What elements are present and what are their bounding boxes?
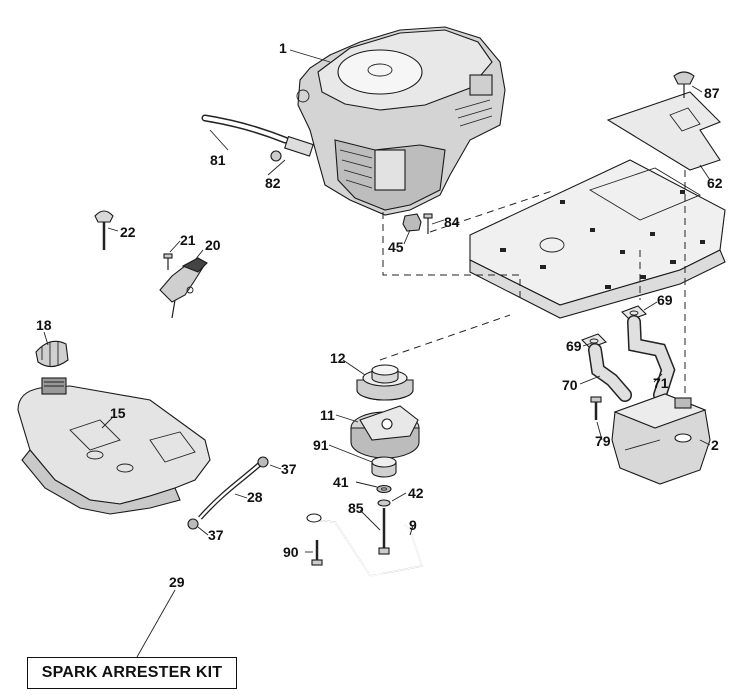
throttle-control-20 [159,257,208,319]
callout-18: 18 [36,317,52,333]
callout-69-right: 69 [657,292,673,308]
callout-84: 84 [444,214,460,230]
engine-part [296,26,506,216]
fuel-cap-18 [35,340,69,368]
knob-87 [673,71,695,98]
fuel-line-81 [201,114,289,144]
callout-41: 41 [333,474,349,490]
exhaust-pipe-71 [627,315,676,402]
callout-70: 70 [562,377,578,393]
callout-62: 62 [707,175,723,191]
leader-lines [43,49,711,658]
callout-87: 87 [704,85,720,101]
fuel-tank-15 [17,377,211,515]
callout-69-left: 69 [566,338,582,354]
callout-90: 90 [283,544,299,560]
callout-82: 82 [265,175,281,191]
bolt-85 [378,508,390,555]
callout-37-lower: 37 [208,527,224,543]
washer-42 [377,499,391,507]
spark-arrester-kit-label: SPARK ARRESTER KIT [27,657,237,689]
bolt-90 [311,540,323,566]
muffler-2 [611,393,711,485]
washer-41 [376,484,392,494]
hose-clamp-37-upper [257,456,269,468]
callout-20: 20 [205,237,221,253]
callout-1: 1 [279,40,287,56]
screw-21 [163,253,173,270]
fuel-fitting-82 [270,135,314,162]
clutch-bracket-9 [306,513,423,577]
callout-9: 9 [409,517,417,533]
nut-45 [402,213,422,232]
callout-81: 81 [210,152,226,168]
callout-21: 21 [180,232,196,248]
callout-85: 85 [348,500,364,516]
callout-2: 2 [711,437,719,453]
callout-labels: 1 81 82 45 84 87 62 22 21 20 18 15 12 11… [36,40,723,590]
hose-clamp-37-lower [187,518,199,530]
knob-22 [94,210,114,250]
callout-45: 45 [388,239,404,255]
callout-11: 11 [320,407,335,423]
callout-22: 22 [120,224,136,240]
exhaust-pipe-70 [588,343,632,402]
fuel-hose-28 [198,460,264,520]
callout-28: 28 [247,489,263,505]
engine-mount-frame [469,159,726,319]
bolt-79 [590,396,602,420]
callout-29: 29 [169,574,185,590]
callout-37-upper: 37 [281,461,297,477]
callout-91: 91 [313,437,329,453]
callout-12: 12 [330,350,346,366]
heat-shield-62 [606,91,721,171]
spacer-91 [371,456,397,478]
pulley-12 [356,364,414,401]
callout-15: 15 [110,405,126,421]
callout-71: 71 [653,375,669,391]
bolt-84 [423,213,433,234]
callout-79: 79 [595,433,611,449]
callout-42: 42 [408,485,424,501]
electric-clutch-11 [350,405,420,459]
